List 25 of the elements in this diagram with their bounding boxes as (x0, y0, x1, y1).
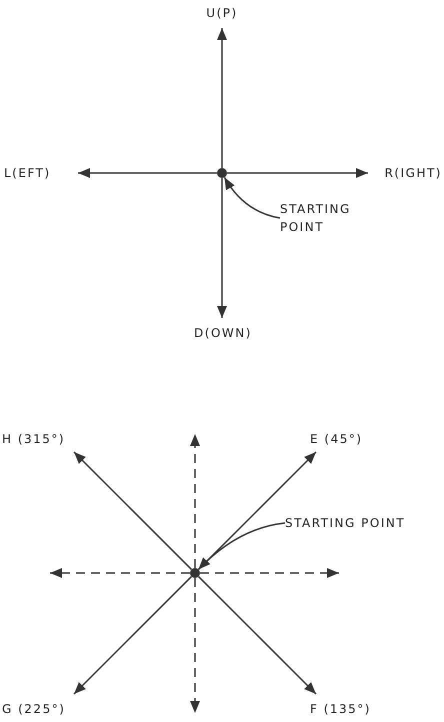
arrow (198, 576, 317, 695)
arrow (73, 576, 192, 695)
dashed-arrow (50, 568, 190, 578)
leader-line (198, 522, 286, 570)
arrow (217, 178, 227, 318)
direction-label: G (225°) (2, 694, 84, 718)
arrow (78, 168, 217, 178)
direction-label: E (45°) (310, 430, 380, 452)
direction-label: L(EFT) (4, 164, 78, 182)
arrow (73, 451, 192, 570)
arrow (198, 451, 317, 570)
direction-label: D(OWN) (192, 318, 254, 342)
direction-label: H (315°) (2, 430, 84, 452)
arrow (217, 28, 227, 168)
starting-point-dot (217, 168, 227, 178)
arrow (227, 168, 368, 178)
dashed-arrow (190, 578, 200, 713)
direction-label: R(IGHT) (368, 164, 442, 182)
dashed-arrow (190, 434, 200, 568)
callout-label: STARTING POINT (285, 514, 437, 532)
leader-line (224, 176, 280, 219)
dashed-arrow (200, 568, 339, 578)
callout-label: STARTING POINT (280, 199, 370, 237)
direction-label: F (135°) (310, 694, 386, 718)
direction-label: U(P) (196, 4, 248, 28)
